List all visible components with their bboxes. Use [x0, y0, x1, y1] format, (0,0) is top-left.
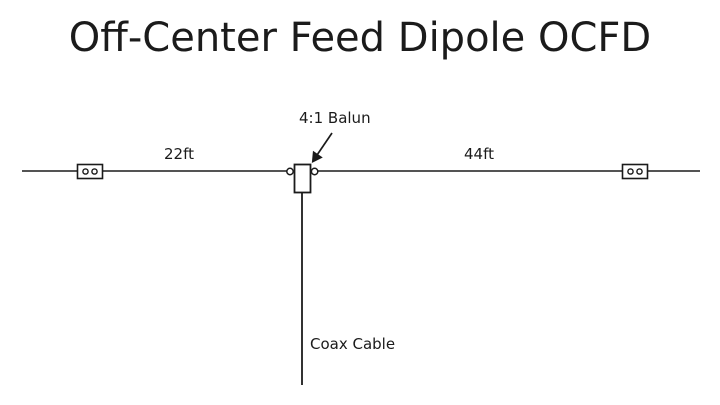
dimension-label-left-leg: 22ft: [164, 145, 194, 163]
left-insulator-hole-2: [91, 168, 98, 175]
balun-terminal-left: [286, 167, 294, 176]
balun-terminal-right: [310, 167, 319, 176]
coax-cable-label: Coax Cable: [310, 335, 396, 353]
insulator-icon-left: [76, 163, 104, 180]
insulator-icon-right: [621, 163, 649, 180]
dimension-label-right-leg: 44ft: [464, 145, 494, 163]
arrow-icon: [311, 132, 333, 164]
right-insulator-body: [621, 163, 649, 180]
page-title: Off-Center Feed Dipole OCFD: [68, 15, 652, 61]
right-insulator-hole-1: [627, 168, 634, 175]
balun-body: [293, 163, 312, 194]
balun-icon: [286, 163, 319, 194]
balun-callout-label: 4:1 Balun: [299, 109, 371, 127]
left-insulator-hole-1: [82, 168, 89, 175]
right-insulator-hole-2: [636, 168, 643, 175]
arrow-shaft: [314, 132, 333, 159]
arrow-head: [311, 150, 323, 164]
left-insulator-body: [76, 163, 104, 180]
